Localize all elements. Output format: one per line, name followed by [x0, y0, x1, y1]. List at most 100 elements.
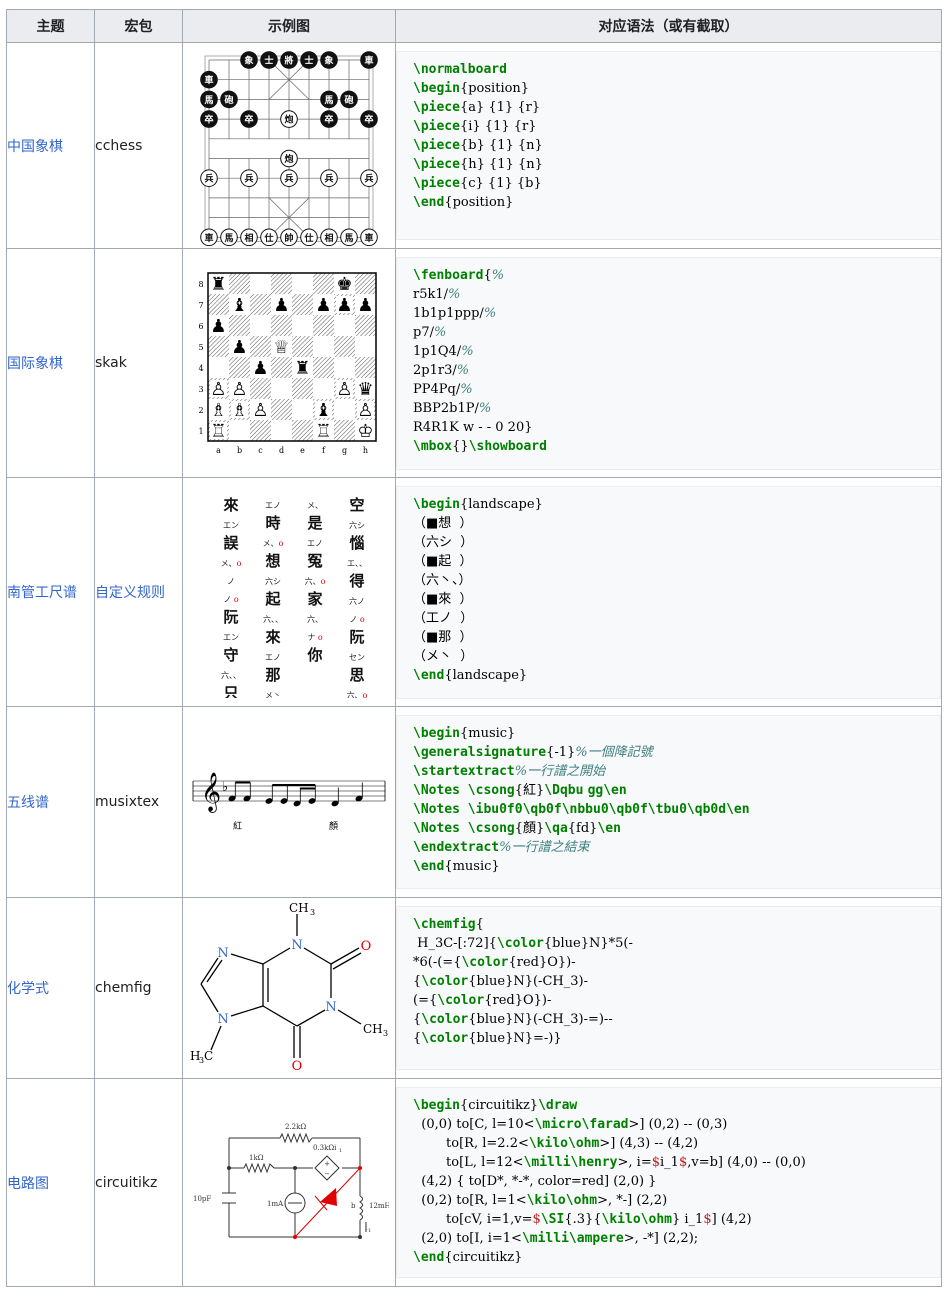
- score-annotation: 六、: [307, 614, 323, 624]
- code-text: BBP2b1P/: [413, 400, 479, 416]
- chess-square: [250, 273, 271, 294]
- header-package[interactable]: 宏包: [94, 9, 183, 43]
- black-pawn-icon: ♟: [273, 295, 289, 316]
- code-text: {}: [452, 438, 469, 454]
- code-text: i_1: [660, 1155, 679, 1170]
- score-character: 空: [349, 496, 364, 514]
- topic-cell: 中国象棋: [6, 42, 95, 249]
- score-annotation-glyph: ナ: [307, 633, 315, 642]
- black-pawn-icon: ♟: [231, 337, 247, 358]
- chess-square: [334, 399, 355, 420]
- code-keyword: \begin: [413, 81, 460, 96]
- score-annotation: セン: [349, 653, 365, 662]
- chess-square: [292, 294, 313, 315]
- score-annotation: 六ノ: [349, 596, 365, 606]
- score-annotation-glyph: セ: [349, 653, 357, 662]
- code-text: {blue}N}*5(-: [543, 936, 633, 951]
- chess-square: [334, 420, 355, 441]
- code-keyword: \kilo\ohm: [528, 1136, 600, 1151]
- code-text: {blue}N}(-CH_3)-=)--: [468, 1012, 613, 1027]
- header-topic[interactable]: 主题: [6, 9, 95, 43]
- file-label: c: [258, 446, 263, 455]
- subscript-label: 1: [339, 1148, 342, 1154]
- code-text: {.3}{: [564, 1212, 602, 1227]
- piece-backdrop: [231, 401, 248, 418]
- topic-link-circuit[interactable]: 电路图: [7, 1175, 49, 1192]
- code-text: {i} {1} {r}: [459, 119, 537, 134]
- code-line: （メ丶 ）: [413, 647, 930, 666]
- piece-backdrop: [336, 275, 353, 292]
- code-line: (={\color{red}O})-: [413, 991, 930, 1010]
- nitrogen-label: N: [217, 946, 228, 961]
- chess-square: [292, 273, 313, 294]
- piece-backdrop: [357, 422, 374, 439]
- code-line: \Notes \csong{紅}\Dqbu gg\en: [413, 781, 930, 800]
- back-rank-piece: [299, 228, 318, 246]
- package-cell: 自定义规则: [94, 477, 183, 707]
- notehead: [265, 798, 273, 804]
- back-rank-piece-label: 相: [244, 231, 253, 243]
- topic-link-xiangqi[interactable]: 中国象棋: [7, 138, 63, 155]
- code-line: (2,0) to[I, i=1<\milli\ampere>, -*] (2,2…: [413, 1229, 930, 1248]
- code-keyword: \kilo\ohm: [526, 1193, 598, 1208]
- score-annotation-glyph: シ: [273, 577, 281, 586]
- code-text: to[R, l=2.2<: [413, 1136, 529, 1151]
- code-text: R4R1K w - - 0 20}: [413, 419, 533, 435]
- score-annotation-glyph: メ: [265, 691, 273, 698]
- topic-link-chess[interactable]: 国际象棋: [7, 356, 63, 372]
- cannon-piece-label: 炮: [284, 113, 293, 125]
- topic-link-staff[interactable]: 五线谱: [7, 795, 49, 811]
- score-annotation-glyph: ン: [357, 653, 365, 662]
- code-text: {-1}: [546, 745, 576, 760]
- music-staff-image[interactable]: 𝄞♭紅顏: [189, 769, 389, 835]
- topic-link-nanguan[interactable]: 南管工尺谱: [7, 585, 77, 601]
- code-text: {position}: [459, 81, 530, 96]
- header-syntax[interactable]: 对应语法（或有截取）: [395, 9, 942, 43]
- code-text: {h} {1} {n}: [459, 157, 543, 172]
- code-keyword: \end: [413, 859, 445, 874]
- package-cell: skak: [94, 248, 183, 478]
- score-character: 阮: [223, 608, 238, 626]
- score-annotation: 六、、: [263, 614, 283, 624]
- soldier-piece-label: 兵: [284, 172, 293, 184]
- code-block: \begin{landscape}（■想 ）（六シ ）（■起 ）（六丶、）（■來…: [396, 485, 941, 699]
- xiangqi-board-image[interactable]: 象士將士象車車馬砲馬砲卒卒卒卒炮炮兵兵兵兵兵車馬相仕帥仕相馬車: [197, 46, 382, 246]
- code-line: \normalboard: [413, 60, 930, 79]
- score-annotation: エン: [223, 633, 239, 642]
- chess-square: [250, 420, 271, 441]
- soldier-piece: [199, 168, 218, 187]
- code-text: *6(-(={: [413, 955, 462, 970]
- back-rank-piece-label: 車: [364, 231, 373, 243]
- lyric-syllable: 顏: [329, 820, 338, 832]
- bond: [337, 1009, 362, 1025]
- code-text: {blue}N}(-CH_3)-: [468, 974, 588, 989]
- package-link-custom-rules[interactable]: 自定义规则: [95, 585, 165, 601]
- code-keyword: \Notes \csong: [413, 821, 515, 836]
- score-character: 起: [264, 590, 281, 608]
- current-label: i: [365, 1224, 368, 1232]
- score-annotation: 六、o: [347, 690, 368, 698]
- soldier-piece-label: 兵: [364, 172, 373, 184]
- methyl-label: H: [190, 1049, 200, 1063]
- header-example[interactable]: 示例图: [182, 9, 396, 43]
- inductor-label: 12mH: [369, 1202, 389, 1210]
- piece-backdrop: [294, 359, 311, 376]
- code-text: {red}O})-: [508, 955, 576, 970]
- topic-cell: 五线谱: [6, 706, 95, 898]
- code-comment: %: [456, 362, 470, 378]
- topic-link-chemistry[interactable]: 化学式: [7, 981, 49, 997]
- notehead: [308, 798, 316, 804]
- soldier-piece-label: 兵: [324, 172, 333, 184]
- code-line: 1p1Q4/%: [413, 342, 930, 361]
- chess-square: [313, 378, 334, 399]
- cannon-piece-label: 炮: [284, 153, 293, 165]
- code-text: {circuitikz}: [459, 1098, 539, 1113]
- code-keyword: \end: [413, 1250, 445, 1265]
- score-annotation-glyph: o: [363, 691, 368, 698]
- code-keyword: \piece: [413, 138, 460, 153]
- code-text: （■想 ）: [413, 515, 473, 531]
